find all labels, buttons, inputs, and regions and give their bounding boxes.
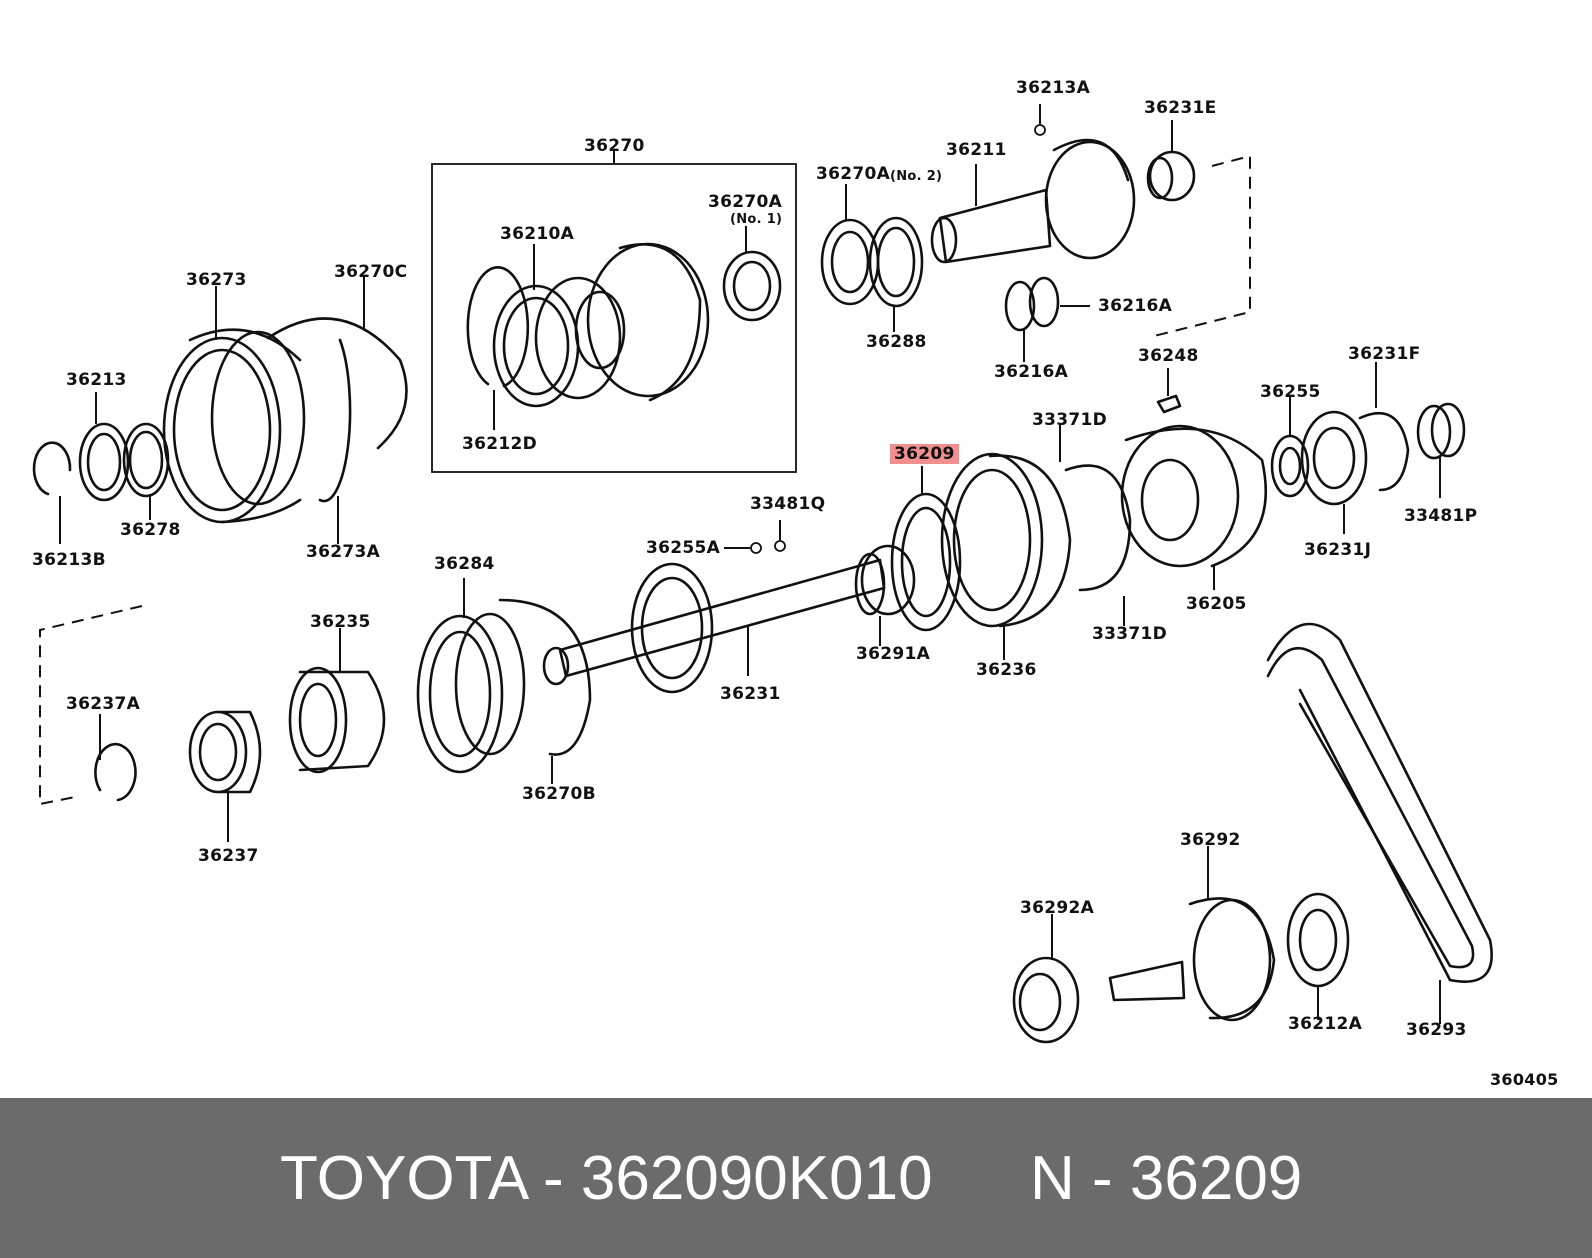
- part-label-36255[interactable]: 36255: [1260, 382, 1321, 402]
- part-label-36288[interactable]: 36288: [866, 332, 927, 352]
- part-label-36231J[interactable]: 36231J: [1304, 540, 1372, 560]
- ball-36213A: [1034, 124, 1046, 136]
- gear-36205: [1120, 424, 1240, 568]
- gear-36209: [890, 492, 962, 632]
- ring-36231F: [1358, 412, 1410, 492]
- part-label-36270C[interactable]: 36270C: [334, 262, 408, 282]
- clip-36237A: [94, 742, 137, 802]
- bearing-36270A-no1: [722, 250, 782, 322]
- shaft-36231: [558, 558, 886, 678]
- part-label-36209-highlighted[interactable]: 36209: [890, 444, 959, 464]
- part-label-36216A-bottom[interactable]: 36216A: [994, 362, 1069, 382]
- exploded-parts-diagram: 36213A 36231E 36270 36211 36270A (No. 2)…: [32, 78, 1559, 1089]
- ring-36270C: [266, 317, 408, 450]
- part-label-36255A[interactable]: 36255A: [646, 538, 721, 558]
- sleeve-36237: [188, 710, 248, 794]
- part-label-36284[interactable]: 36284: [434, 554, 495, 574]
- part-label-36212A[interactable]: 36212A: [1288, 1014, 1363, 1034]
- chain-36293: [1266, 622, 1493, 983]
- part-label-36270A-no2[interactable]: 36270A: [816, 164, 891, 184]
- reference-number-text: N - 36209: [1030, 1144, 1303, 1213]
- part-label-36278[interactable]: 36278: [120, 520, 181, 540]
- part-label-36292A[interactable]: 36292A: [1020, 898, 1095, 918]
- part-label-36205[interactable]: 36205: [1186, 594, 1247, 614]
- part-label-36270A-no1[interactable]: 36270A: [708, 192, 783, 212]
- gear-36284: [416, 614, 504, 774]
- part-label-36273[interactable]: 36273: [186, 270, 247, 290]
- part-label-33481Q[interactable]: 33481Q: [750, 494, 826, 514]
- part-label-33371D-top[interactable]: 33371D: [1032, 410, 1108, 430]
- washer-36288: [868, 216, 924, 308]
- part-label-36236[interactable]: 36236: [976, 660, 1037, 680]
- diagram-code: 360405: [1490, 1070, 1559, 1089]
- part-label-36213B[interactable]: 36213B: [32, 550, 106, 570]
- bushing-33481P: [1416, 404, 1452, 460]
- part-label-36231[interactable]: 36231: [720, 684, 781, 704]
- diagram-drawing: [32, 104, 1493, 1044]
- drum-36236: [940, 452, 1044, 628]
- ring-36216A-left: [1004, 280, 1036, 332]
- part-label-36270[interactable]: 36270: [584, 136, 645, 156]
- part-label-33481P[interactable]: 33481P: [1404, 506, 1478, 526]
- sun-gear-shaft-36211: [938, 188, 1052, 264]
- part-label-36293[interactable]: 36293: [1406, 1020, 1467, 1040]
- bearing-36231J: [1300, 410, 1368, 506]
- part-label-36231E[interactable]: 36231E: [1144, 98, 1217, 118]
- ring-36273A: [318, 338, 352, 503]
- group-dashes-top-right: [1153, 154, 1251, 337]
- part-label-36213[interactable]: 36213: [66, 370, 127, 390]
- ring-36216A-right: [1028, 276, 1060, 328]
- key-36248: [1156, 394, 1182, 414]
- part-label-36231F[interactable]: 36231F: [1348, 344, 1421, 364]
- part-number-text: TOYOTA - 362090K010: [280, 1144, 933, 1213]
- part-label-36211[interactable]: 36211: [946, 140, 1007, 160]
- part-label-36291A[interactable]: 36291A: [856, 644, 931, 664]
- part-label-36237A[interactable]: 36237A: [66, 694, 141, 714]
- part-label-33371D-bottom[interactable]: 33371D: [1092, 624, 1168, 644]
- carrier-36270: [586, 242, 710, 398]
- ring-36213: [78, 422, 130, 502]
- part-label-36210A[interactable]: 36210A: [500, 224, 575, 244]
- bearing-36291A: [860, 544, 916, 616]
- snap-ring-36213B: [32, 441, 72, 496]
- ball-36255A: [750, 542, 762, 554]
- part-label-36213A[interactable]: 36213A: [1016, 78, 1091, 98]
- part-number-footer: TOYOTA - 362090K010 N - 36209: [0, 1098, 1592, 1258]
- bearing-36212A: [1286, 892, 1350, 988]
- part-label-36212D[interactable]: 36212D: [462, 434, 538, 454]
- ring-33481Q: [774, 540, 786, 552]
- part-label-36248[interactable]: 36248: [1138, 346, 1199, 366]
- part-label-no2-note: (No. 2): [890, 169, 943, 184]
- part-label-36270B[interactable]: 36270B: [522, 784, 596, 804]
- part-label-36273A[interactable]: 36273A: [306, 542, 381, 562]
- part-label-no1-note: (No. 1): [730, 212, 783, 227]
- part-label-36292[interactable]: 36292: [1180, 830, 1241, 850]
- spring-33371D: [1064, 464, 1132, 592]
- part-label-36237[interactable]: 36237: [198, 846, 259, 866]
- ring-36270B: [498, 598, 592, 756]
- part-label-36235[interactable]: 36235: [310, 612, 371, 632]
- group-dashes-left: [39, 605, 143, 806]
- clip-36212D: [466, 266, 530, 388]
- part-label-36216A-right[interactable]: 36216A: [1098, 296, 1173, 316]
- bearing-36292A: [1012, 956, 1080, 1044]
- hub-36235: [288, 666, 348, 774]
